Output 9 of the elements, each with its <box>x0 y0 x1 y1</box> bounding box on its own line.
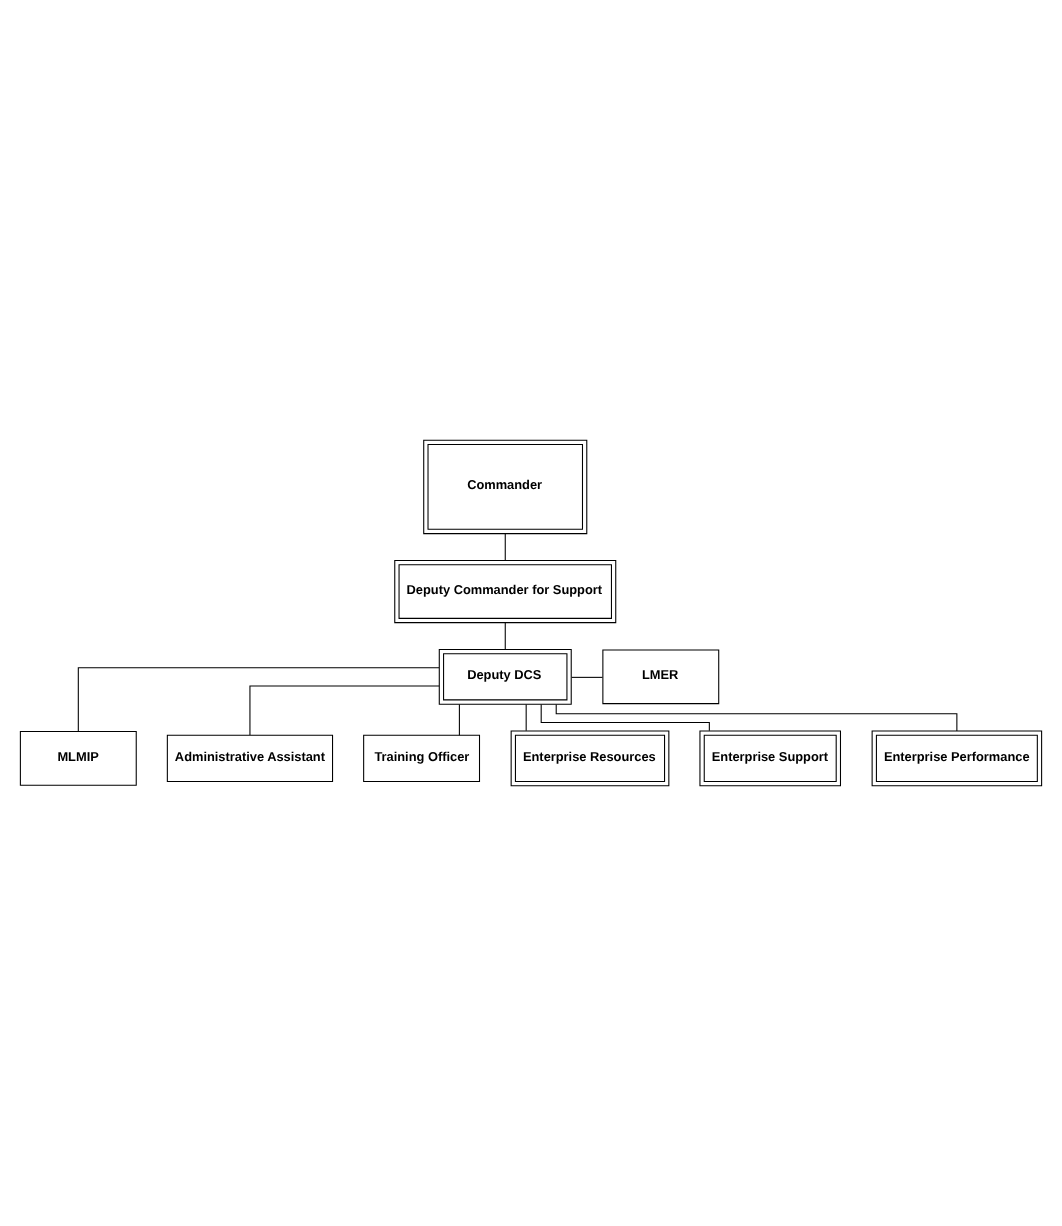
connector <box>77 667 440 732</box>
connector <box>540 703 710 732</box>
connector <box>249 685 440 736</box>
connector <box>458 703 460 736</box>
connector <box>504 622 506 650</box>
connector <box>504 533 506 561</box>
connector <box>525 703 527 732</box>
connector <box>555 703 958 732</box>
connector <box>571 676 603 678</box>
